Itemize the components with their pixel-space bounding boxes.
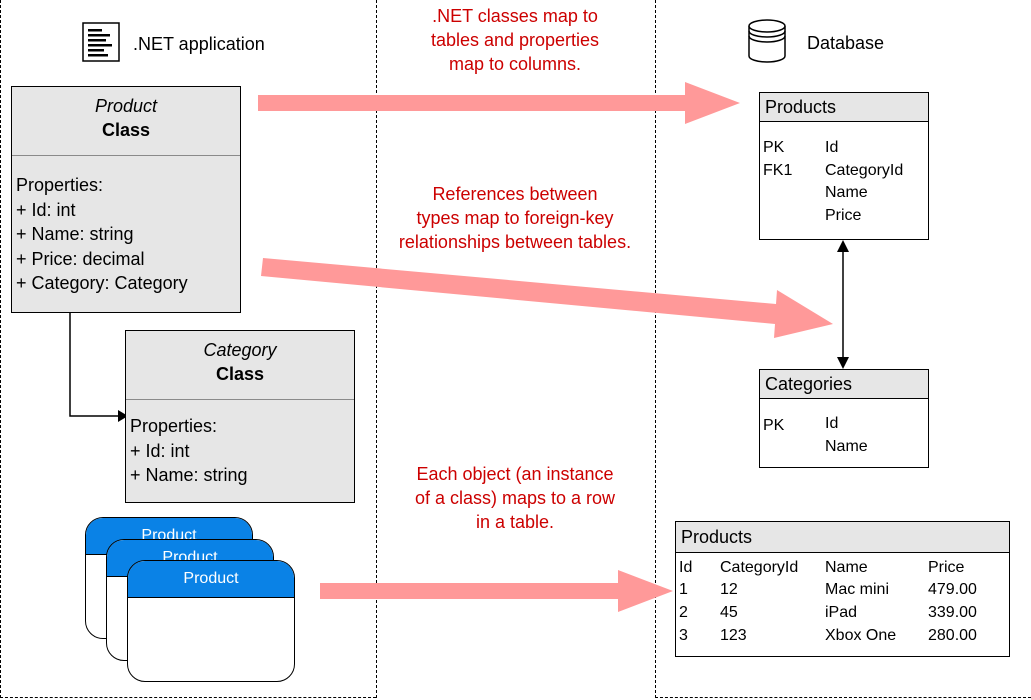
category-class-kind: Class <box>215 364 265 384</box>
product-class-separator <box>12 155 240 156</box>
products-table-schema: Products PK FK1 Id CategoryId Name Price <box>759 92 929 240</box>
data-table-cell: 12 <box>720 581 738 598</box>
categories-key-pk: PK <box>763 417 785 434</box>
connector-arrowhead <box>118 410 128 422</box>
relationship-arrow-bottom <box>837 357 849 369</box>
data-table-cell: 479.00 <box>928 581 977 598</box>
category-class-separator <box>126 399 354 400</box>
data-table-cell: 280.00 <box>928 627 977 644</box>
categories-column: Name <box>825 437 868 455</box>
data-table-cell: 339.00 <box>928 604 977 621</box>
app-column-border-right <box>376 0 377 698</box>
arrow-object-to-row <box>320 570 673 612</box>
note-classes-map-tables: .NET classes map to tables and propertie… <box>430 6 600 74</box>
data-table-header: Price <box>928 559 965 576</box>
categories-column: Id <box>825 415 839 432</box>
note-objects-map-rows: Each object (an instance of a class) map… <box>414 464 616 532</box>
data-table-cell: 1 <box>679 581 688 598</box>
product-class-kind: Class <box>101 120 151 140</box>
app-column-border-left <box>0 0 1 698</box>
category-class-box: Category Class Properties: + Id: int + N… <box>125 330 355 503</box>
category-class-stereotype: Category <box>203 340 277 360</box>
data-table-header: CategoryId <box>720 559 799 576</box>
product-class-property: + Category: Category <box>16 273 188 293</box>
product-class-box: Product Class Properties: + Id: int + Na… <box>11 86 241 313</box>
relationship-arrow-top <box>837 240 849 252</box>
data-table-cell: 123 <box>720 627 747 644</box>
data-table-cell: Xbox One <box>825 627 897 644</box>
document-icon <box>82 22 120 62</box>
app-column-border-bottom <box>0 697 376 698</box>
note-references-map-foreign-keys: References between types map to foreign-… <box>398 184 632 252</box>
data-table-name: Products <box>676 522 1009 553</box>
object-card-label: Product <box>128 561 294 598</box>
product-class-property: + Id: int <box>16 199 76 220</box>
categories-table-name: Categories <box>760 370 928 399</box>
category-class-property: + Id: int <box>130 440 190 461</box>
products-key-pk: PK <box>763 139 785 156</box>
category-class-properties-heading: Properties: <box>130 416 218 436</box>
data-table-cell: 45 <box>720 604 738 621</box>
data-table-header: Name <box>825 559 868 576</box>
arrow-reference-to-foreign-key <box>261 258 833 338</box>
category-class-property: + Name: string <box>130 465 248 485</box>
app-header-label: .NET application <box>133 34 265 54</box>
products-column: Price <box>825 206 862 224</box>
inheritance-connector <box>69 313 118 417</box>
product-class-stereotype: Product <box>94 96 158 116</box>
products-column: Id <box>825 139 839 156</box>
data-table-cell: 3 <box>679 627 688 644</box>
data-table-cell: iPad <box>825 604 858 621</box>
product-class-property: + Name: string <box>16 224 134 244</box>
product-class-property: + Price: decimal <box>16 248 145 269</box>
products-column: CategoryId <box>825 161 904 179</box>
db-column-border-left <box>655 0 656 698</box>
arrow-class-to-table <box>258 82 740 124</box>
object-card-front: Product <box>127 560 295 682</box>
database-icon <box>748 19 786 63</box>
data-table-cell: Mac mini <box>825 581 890 598</box>
products-data-table: Products Id CategoryId Name Price 1 12 M… <box>675 521 1010 657</box>
db-column-border-bottom <box>655 697 1031 698</box>
db-header-label: Database <box>807 33 885 53</box>
data-table-cell: 2 <box>679 604 688 621</box>
product-class-properties-heading: Properties: <box>16 175 104 195</box>
products-key-fk1: FK1 <box>763 161 793 179</box>
products-column: Name <box>825 184 868 201</box>
data-table-header: Id <box>679 559 693 576</box>
categories-table-schema: Categories PK Id Name <box>759 369 929 468</box>
products-table-name: Products <box>760 93 928 122</box>
